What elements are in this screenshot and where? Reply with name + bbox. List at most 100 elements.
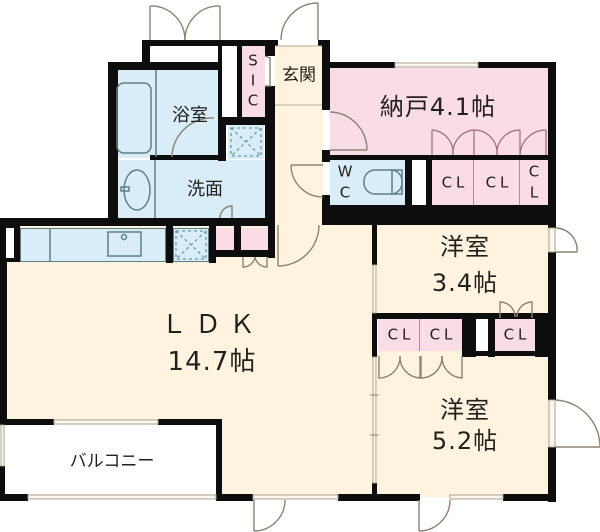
western-room-1-size: 3.4帖	[431, 269, 499, 297]
wall	[426, 155, 432, 210]
wall	[535, 313, 556, 357]
wall	[330, 155, 552, 160]
wall	[218, 40, 278, 46]
wall	[0, 258, 7, 424]
ldk-closet	[241, 228, 268, 250]
western-closet-1-label: CL	[387, 325, 415, 344]
storage-closet-3	[520, 158, 548, 206]
storage-door[interactable]	[329, 111, 368, 151]
wall	[108, 62, 222, 70]
shoe-closet-floor	[242, 46, 265, 117]
western-2-bottom-door[interactable]	[418, 499, 451, 532]
ldk-bottom-door[interactable]	[253, 499, 286, 532]
western-2-closet-doors[interactable]	[378, 355, 463, 379]
western-closet-1	[378, 319, 420, 351]
cabinet-x-icon	[230, 127, 262, 157]
ldk-closet-small	[216, 228, 234, 250]
wall	[142, 40, 222, 46]
western-room-1-name: 洋室	[440, 233, 490, 261]
bath-door[interactable]	[171, 117, 211, 158]
western-room-1-floor	[377, 225, 549, 317]
wall	[209, 226, 216, 263]
wall	[372, 225, 377, 265]
wall	[478, 62, 556, 68]
storage-closet-2	[474, 158, 520, 206]
wall	[108, 62, 118, 224]
wall	[216, 419, 222, 501]
western-room-2-name: 洋室	[440, 396, 490, 424]
storage-closet-3-label-l: L	[529, 183, 539, 202]
storage-closet-1	[432, 158, 474, 206]
toilet-door[interactable]	[290, 164, 324, 198]
storage-label: 納戸4.1帖	[379, 93, 497, 121]
pipe-space-2	[476, 319, 488, 351]
wall	[322, 205, 556, 225]
western-closet-3	[495, 319, 535, 351]
bath-floor	[118, 70, 218, 158]
western-2-window	[449, 494, 504, 500]
ldk-name: ＬＤＫ	[160, 310, 264, 340]
wall	[372, 313, 377, 357]
wall	[322, 40, 330, 110]
bath-label: 浴室	[172, 105, 208, 126]
wall	[268, 218, 275, 258]
wall	[548, 447, 556, 502]
wall	[166, 226, 173, 263]
storage-closet-3-label-c: C	[528, 162, 540, 181]
wall	[237, 40, 242, 122]
balcony-label: バルコニー	[69, 451, 155, 472]
ldk-size: 14.7帖	[167, 347, 257, 377]
toilet-icon	[363, 169, 403, 195]
wall	[338, 494, 420, 501]
fridge-x-icon	[175, 230, 207, 260]
hallway-door[interactable]	[277, 224, 320, 267]
wall	[218, 117, 226, 161]
entrance-double-door[interactable]	[149, 5, 221, 41]
faucet-icon	[120, 233, 128, 241]
wall	[503, 494, 556, 501]
toilet-label-w: W	[337, 162, 353, 181]
western-closet-2-label: CL	[429, 325, 457, 344]
western-closet-3-label: CL	[503, 325, 531, 344]
bathtub-icon	[116, 82, 152, 154]
ldk-bottom-window	[252, 494, 339, 500]
ldk-closet-doors[interactable]	[242, 256, 268, 268]
western-1-exterior-door[interactable]	[548, 227, 578, 253]
balcony-side-rail	[0, 424, 5, 467]
sliding-door-2[interactable]	[372, 356, 377, 484]
toilet-label-c: C	[339, 183, 351, 202]
washbasin-icon	[123, 169, 151, 211]
sliding-door-1[interactable]	[372, 264, 377, 314]
pipe-space	[412, 160, 426, 206]
shoe-closet-label-c: C	[247, 91, 259, 110]
wall	[218, 117, 275, 125]
wall	[462, 313, 476, 357]
shoe-closet-opening[interactable]	[264, 55, 271, 87]
western-2-exterior-door[interactable]	[548, 399, 600, 448]
entrance-label: 玄関	[282, 65, 316, 86]
wall	[548, 62, 556, 228]
wall	[325, 62, 395, 68]
storage-closet-doors[interactable]	[431, 129, 547, 156]
western-room-2-floor	[377, 350, 549, 497]
wall	[265, 40, 275, 56]
wall	[322, 150, 330, 162]
wall	[142, 40, 150, 64]
front-door[interactable]	[280, 2, 319, 41]
western-1-closet-doors[interactable]	[499, 301, 533, 318]
washroom-door[interactable]	[219, 205, 233, 219]
wall	[405, 155, 412, 210]
wall	[158, 419, 222, 425]
toilet-floor	[330, 160, 406, 206]
wall	[0, 494, 28, 501]
wall	[234, 226, 241, 254]
washroom-label: 洗面	[187, 179, 223, 200]
balcony-rail	[27, 494, 217, 500]
wall	[0, 466, 5, 501]
storage-closet-2-label: CL	[485, 173, 513, 192]
western-closet-2	[420, 319, 462, 351]
balcony-floor	[0, 424, 216, 494]
shoe-closet-label-s: S	[248, 51, 258, 70]
